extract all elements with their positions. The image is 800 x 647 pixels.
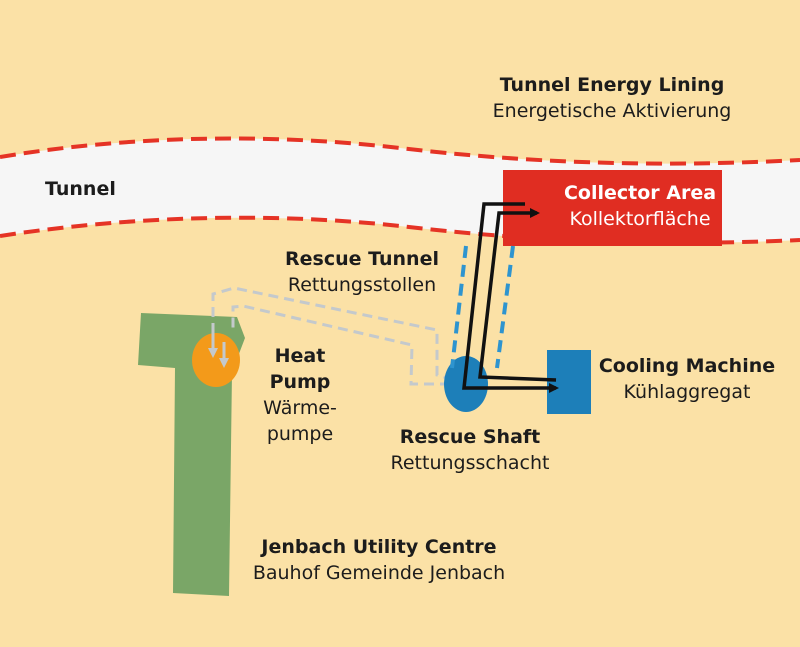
label-rescue-shaft-title: Rescue Shaft [399, 426, 541, 448]
grey-pipe-outer [211, 286, 448, 380]
black-pipe-inner [478, 208, 557, 382]
label-rescue-tunnel-title: Rescue Tunnel [285, 248, 439, 270]
black-pipe-outer [462, 202, 559, 393]
label-tunnel-title: Tunnel [45, 178, 116, 200]
label-cooling-machine-title: Cooling Machine [598, 355, 776, 377]
label-collector-area-title: Collector Area [563, 182, 717, 204]
label-collector-area-subtitle: Kollektorfläche [569, 208, 711, 230]
tunnel-upper-edge [0, 136, 800, 166]
label-tunnel-energy-lining: Tunnel Energy Lining Energetische Aktivi… [472, 72, 752, 124]
label-tunnel: Tunnel [45, 176, 116, 202]
label-utility-centre: Jenbach Utility Centre Bauhof Gemeinde J… [234, 534, 524, 586]
label-rescue-tunnel: Rescue Tunnel Rettungsstollen [262, 246, 462, 298]
label-rescue-shaft: Rescue Shaft Rettungsschacht [365, 424, 575, 476]
label-heat-pump-subtitle-1: Wärme- [263, 397, 337, 419]
label-utility-centre-subtitle: Bauhof Gemeinde Jenbach [252, 562, 506, 584]
label-tunnel-energy-lining-title: Tunnel Energy Lining [499, 74, 725, 96]
heat-pump [192, 333, 240, 387]
label-tunnel-energy-lining-subtitle: Energetische Aktivierung [492, 100, 732, 122]
label-heat-pump-title-2: Pump [269, 371, 331, 393]
label-collector-area: Collector Area Kollektorfläche [540, 180, 740, 232]
label-cooling-machine: Cooling Machine Kühlaggregat [592, 353, 782, 405]
label-rescue-tunnel-subtitle: Rettungsstollen [287, 274, 437, 296]
blue-pipe-left [450, 245, 468, 369]
blue-pipe-right [495, 245, 515, 369]
cooling-machine [547, 350, 591, 414]
label-cooling-machine-subtitle: Kühlaggregat [623, 381, 751, 403]
tunnel-lower-edge [0, 215, 800, 245]
label-heat-pump-subtitle-2: pumpe [266, 423, 334, 445]
grey-pipe-inner [231, 304, 466, 386]
label-rescue-shaft-subtitle: Rettungsschacht [390, 452, 550, 474]
label-heat-pump: Heat Pump Wärme- pumpe [245, 343, 355, 447]
label-heat-pump-title-1: Heat [274, 345, 326, 367]
label-utility-centre-title: Jenbach Utility Centre [261, 536, 497, 558]
